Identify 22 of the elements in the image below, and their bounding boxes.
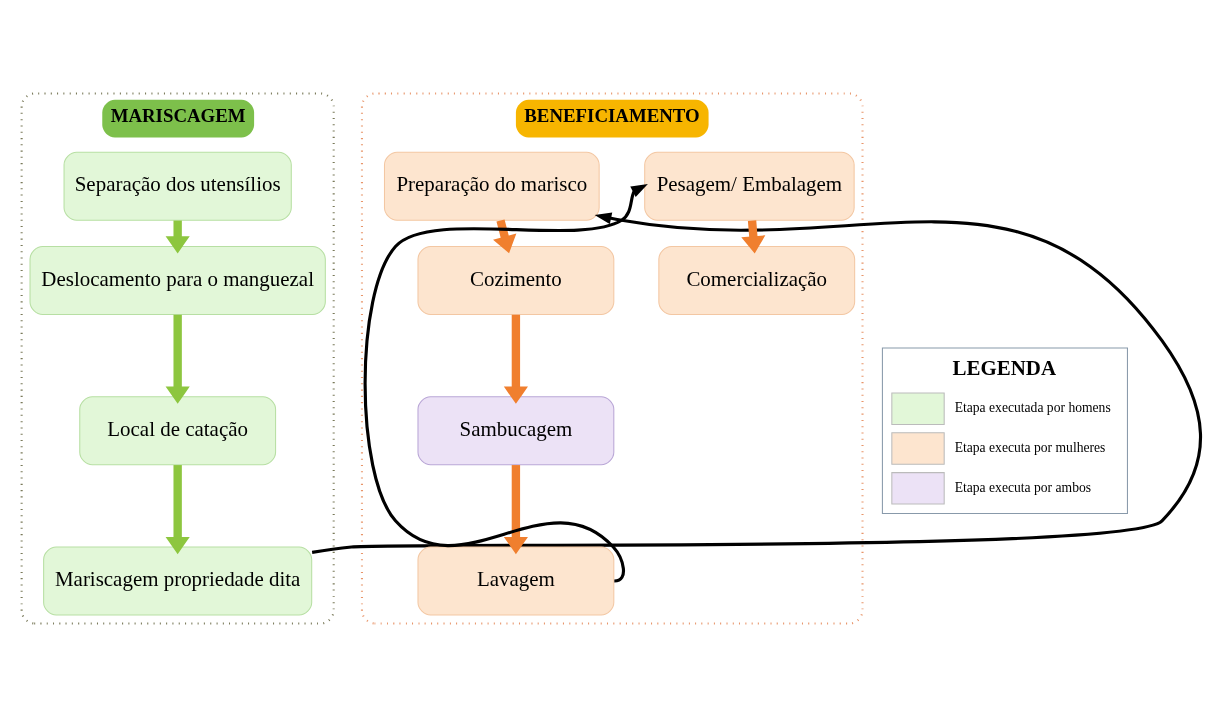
- arrow: [311, 212, 1202, 554]
- node-box: Local de catação: [79, 395, 277, 465]
- node-box: Separação dos utensílios: [63, 151, 292, 221]
- arrow: [165, 314, 190, 404]
- node-box: Lavagem: [417, 545, 615, 616]
- node-box: Deslocamento para o manguezal: [29, 245, 326, 315]
- arrow: [493, 219, 517, 253]
- arrow: [165, 464, 190, 554]
- node-box: Mariscagem propriedade dita: [43, 545, 313, 616]
- arrow: [165, 220, 190, 254]
- legend-label: Etapa executada por homens: [954, 399, 1111, 415]
- arrow: [503, 464, 528, 554]
- label: LEGENDA: [952, 355, 1057, 380]
- arrow: [741, 219, 766, 253]
- node-box: Comercialização: [658, 245, 856, 315]
- node-box: Sambucagem: [417, 395, 615, 465]
- node-box: Pesagem/ Embalagem: [644, 151, 855, 221]
- node-box: Cozimento: [417, 245, 615, 315]
- legend-label: Etapa executa por mulheres: [954, 439, 1106, 455]
- legend-label: Etapa executa por ambos: [954, 479, 1092, 495]
- arrow: [503, 314, 528, 404]
- node-box: Preparação do marisco: [383, 151, 600, 221]
